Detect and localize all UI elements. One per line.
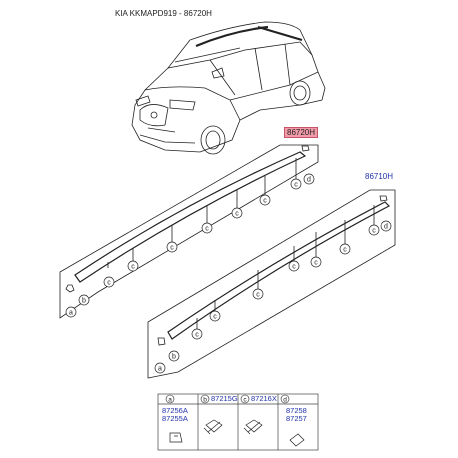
svg-text:b: b (172, 354, 176, 361)
table-header-d: d (280, 394, 290, 404)
svg-text:c: c (107, 280, 111, 287)
part-d-sketch (289, 433, 305, 447)
callout-c-lower-6: c (339, 243, 351, 255)
part-number-upper[interactable]: 86720H (284, 127, 319, 138)
part-number-lower[interactable]: 86710H (365, 172, 394, 181)
car-illustration (131, 21, 326, 155)
lower-callouts: a b c c c c c c c d (154, 220, 392, 374)
callout-c-lower-3: c (252, 288, 264, 300)
svg-text:d: d (283, 396, 287, 403)
table-col-b-part[interactable]: 87215G (211, 394, 238, 403)
table-col-d-part-1[interactable]: 87258 (286, 406, 307, 415)
callout-b-lower: b (168, 350, 180, 362)
callout-a-upper: a (65, 306, 77, 318)
svg-text:c: c (213, 314, 217, 321)
table-col-d-part-2[interactable]: 87257 (286, 414, 307, 423)
lower-roof-rail (167, 201, 391, 340)
page-title: KIA KKMAPD919 - 86720H (115, 9, 212, 18)
svg-text:c: c (195, 332, 199, 339)
svg-text:c: c (263, 198, 267, 205)
parts-table (157, 393, 319, 451)
table-header-circles: a b c d (165, 394, 290, 404)
svg-text:b: b (82, 298, 86, 305)
svg-text:c: c (314, 260, 318, 267)
callout-c-upper-2: c (127, 260, 139, 272)
svg-text:d: d (307, 177, 311, 184)
svg-text:c: c (256, 292, 260, 299)
upper-rail-group (59, 144, 319, 319)
upper-callouts: a b c c c c c c c d (65, 173, 315, 318)
callout-a-lower: a (154, 362, 166, 374)
callout-c-upper-5: c (231, 207, 243, 219)
callout-c-upper-1: c (103, 276, 115, 288)
part-b-sketch (203, 419, 223, 435)
callout-b-upper: b (78, 294, 90, 306)
callout-c-upper-4: c (201, 222, 213, 234)
svg-text:a: a (158, 366, 162, 373)
table-header-b: b (200, 394, 210, 404)
callout-c-lower-7: c (368, 224, 380, 236)
part-c-sketch (243, 419, 263, 435)
upper-frame (59, 144, 319, 319)
svg-text:a: a (69, 310, 73, 317)
svg-text:c: c (205, 226, 209, 233)
svg-text:c: c (372, 228, 376, 235)
svg-text:c: c (235, 211, 239, 218)
part-a-sketch (169, 432, 183, 443)
callout-c-lower-2: c (209, 310, 221, 322)
svg-text:b: b (203, 396, 207, 403)
callout-c-upper-6: c (259, 194, 271, 206)
callout-c-upper-7: c (290, 178, 302, 190)
table-header-c: c (240, 394, 250, 404)
lower-frame (147, 189, 396, 379)
callout-c-lower-5: c (310, 256, 322, 268)
callout-d-lower: d (380, 220, 392, 232)
callout-c-lower-1: c (191, 328, 203, 340)
table-header-a: a (165, 394, 175, 404)
svg-text:c: c (343, 247, 347, 254)
svg-text:c: c (170, 245, 174, 252)
callout-d-upper: d (303, 173, 315, 185)
table-col-a-part-2[interactable]: 87255A (162, 414, 188, 423)
callout-c-lower-4: c (288, 260, 300, 272)
callout-c-upper-3: c (166, 241, 178, 253)
table-col-c-part[interactable]: 87216X (251, 394, 277, 403)
table-part-sketches (169, 419, 305, 447)
svg-text:d: d (384, 224, 388, 231)
svg-text:c: c (294, 182, 298, 189)
svg-text:c: c (292, 264, 296, 271)
lower-rail-group (147, 189, 396, 379)
upper-roof-rail (74, 151, 307, 283)
svg-text:c: c (243, 396, 247, 403)
svg-text:a: a (168, 396, 172, 403)
table-col-a-part-1[interactable]: 87256A (162, 406, 188, 415)
svg-text:c: c (131, 264, 135, 271)
